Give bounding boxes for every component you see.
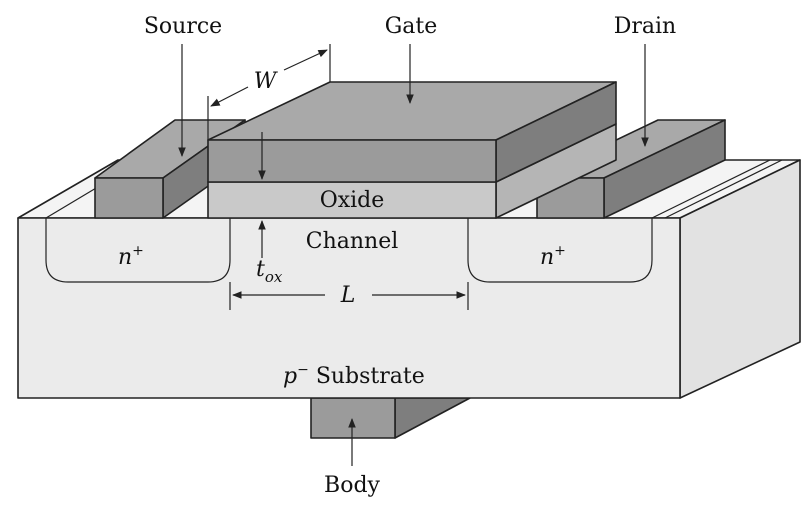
body-contact [310, 397, 471, 439]
oxide-label: Oxide [320, 188, 385, 213]
gate-front-face [207, 139, 497, 183]
gate-label: Gate [385, 14, 438, 39]
body-label: Body [324, 473, 380, 498]
channel-label: Channel [306, 229, 399, 254]
length-label: L [340, 283, 356, 308]
width-dimension-arrow-b [283, 49, 328, 71]
tox-label: tox [256, 257, 283, 286]
source-label: Source [144, 14, 222, 39]
source-n-plus-label: n+ [118, 243, 144, 270]
substrate-front-face [17, 217, 681, 399]
width-label: W [254, 69, 279, 94]
oxide-layer [207, 123, 617, 219]
substrate-label: p− Substrate [283, 362, 425, 389]
gate-electrode [207, 81, 617, 183]
drain-label: Drain [614, 14, 676, 39]
drain-n-plus-label: n+ [540, 243, 566, 270]
drain-n-plus-well [467, 218, 653, 283]
source-n-plus-well [45, 218, 231, 283]
width-dimension-arrow-a [210, 86, 249, 107]
